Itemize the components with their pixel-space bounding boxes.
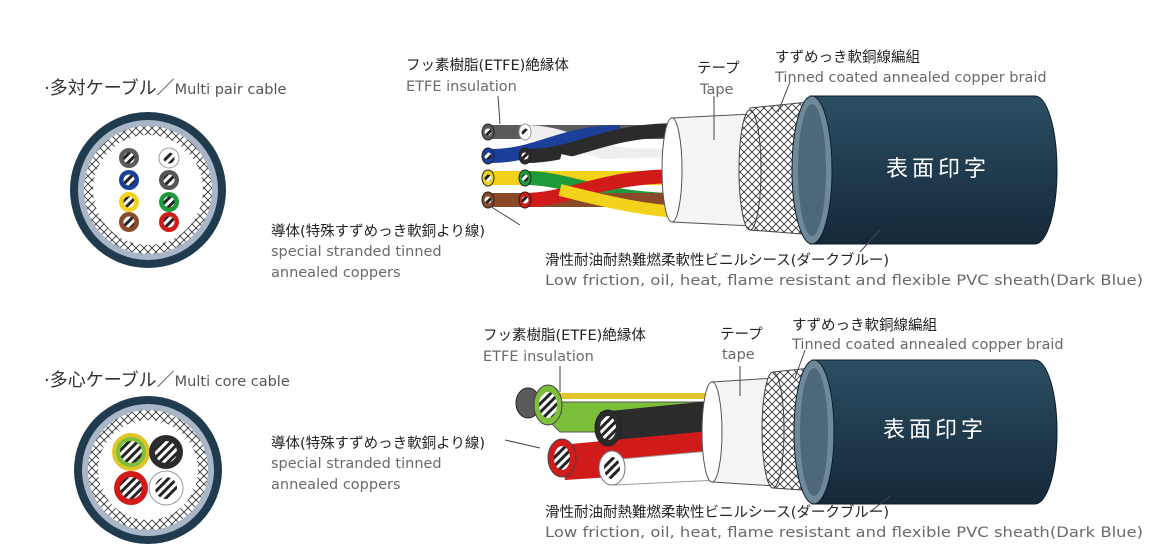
core-tape (701, 377, 776, 487)
braid-leader (777, 81, 791, 113)
title-separator: ／ (157, 78, 175, 99)
conductor-label-en-2: annealed coppers (271, 265, 401, 281)
braid-label-en: Tinned coated annealed copper braid (791, 337, 1064, 353)
svg-text:·多心ケーブル／Multi core cable: ·多心ケーブル／Multi core cable (44, 369, 290, 391)
tape-label-en: Tape (699, 82, 734, 98)
pair-callouts (489, 81, 881, 253)
sheath-label-en: Low friction, oil, heat, flame resistant… (545, 525, 1143, 541)
tape-label-jp: テープ (720, 326, 763, 343)
conductor-label-en-1: special stranded tinned (271, 244, 442, 260)
insulation-label-jp: フッ素樹脂(ETFE)絶縁体 (406, 57, 569, 74)
conductor-leader (489, 205, 521, 226)
insulation-label-en: ETFE insulation (483, 349, 594, 365)
conductor-label-en-1: special stranded tinned (271, 456, 442, 472)
multi-core-section: ·多心ケーブル／Multi core cable (44, 317, 1143, 544)
braid-label-jp: すずめっき軟銅線編組 (792, 317, 937, 334)
conductor-leader (504, 439, 541, 449)
pair-wires (481, 123, 687, 218)
insulation-label-jp: フッ素樹脂(ETFE)絶縁体 (483, 327, 646, 344)
core-wires (515, 384, 721, 486)
conductor-label-en-2: annealed coppers (271, 477, 401, 493)
tape-label-jp: テープ (697, 60, 740, 77)
surface-print-label: 表面印字 (886, 157, 990, 182)
multi-pair-section: ·多対ケーブル／Multi pair cable (44, 49, 1143, 289)
section-title-jp: ·多心ケーブル (44, 369, 157, 391)
core-cable-body: 表面印字 (515, 359, 1058, 505)
braid-label-en: Tinned coated annealed copper braid (774, 70, 1047, 86)
core-cross-section (74, 396, 222, 544)
pair-cross-wires (119, 147, 180, 232)
pair-tape (661, 113, 753, 227)
section-title-jp: ·多対ケーブル (44, 77, 157, 99)
pair-sheath: 表面印字 (791, 95, 1058, 245)
core-callouts (504, 349, 891, 513)
braid-label-jp: すずめっき軟銅線編組 (775, 49, 920, 66)
insulation-leader (497, 95, 501, 125)
insulation-label-en: ETFE insulation (406, 79, 517, 95)
sheath-label-jp: 滑性耐油耐熱難燃柔軟性ビニルシース(ダークブルー) (545, 251, 889, 269)
title-separator: ／ (157, 370, 175, 391)
pair-cross-section (70, 112, 226, 268)
conductor-label-jp: 導体(特殊すずめっき軟銅より線) (271, 435, 485, 452)
conductor-label-jp: 導体(特殊すずめっき軟銅より線) (271, 223, 485, 240)
sheath-leader (869, 495, 891, 513)
surface-print-label: 表面印字 (883, 418, 987, 443)
section-title-en: Multi core cable (175, 374, 290, 390)
svg-text:·多対ケーブル／Multi pair cable: ·多対ケーブル／Multi pair cable (44, 77, 286, 99)
core-sheath: 表面印字 (793, 359, 1058, 505)
core-cross-wires (112, 433, 184, 506)
pair-cable-body: 表面印字 (481, 95, 1058, 245)
section-title-en: Multi pair cable (175, 82, 287, 98)
sheath-leader (859, 229, 881, 253)
sheath-label-en: Low friction, oil, heat, flame resistant… (545, 273, 1143, 289)
tape-label-en: tape (722, 347, 755, 363)
braid-leader (794, 349, 806, 379)
sheath-label-jp: 滑性耐油耐熱難燃柔軟性ビニルシース(ダークブルー) (545, 503, 889, 521)
